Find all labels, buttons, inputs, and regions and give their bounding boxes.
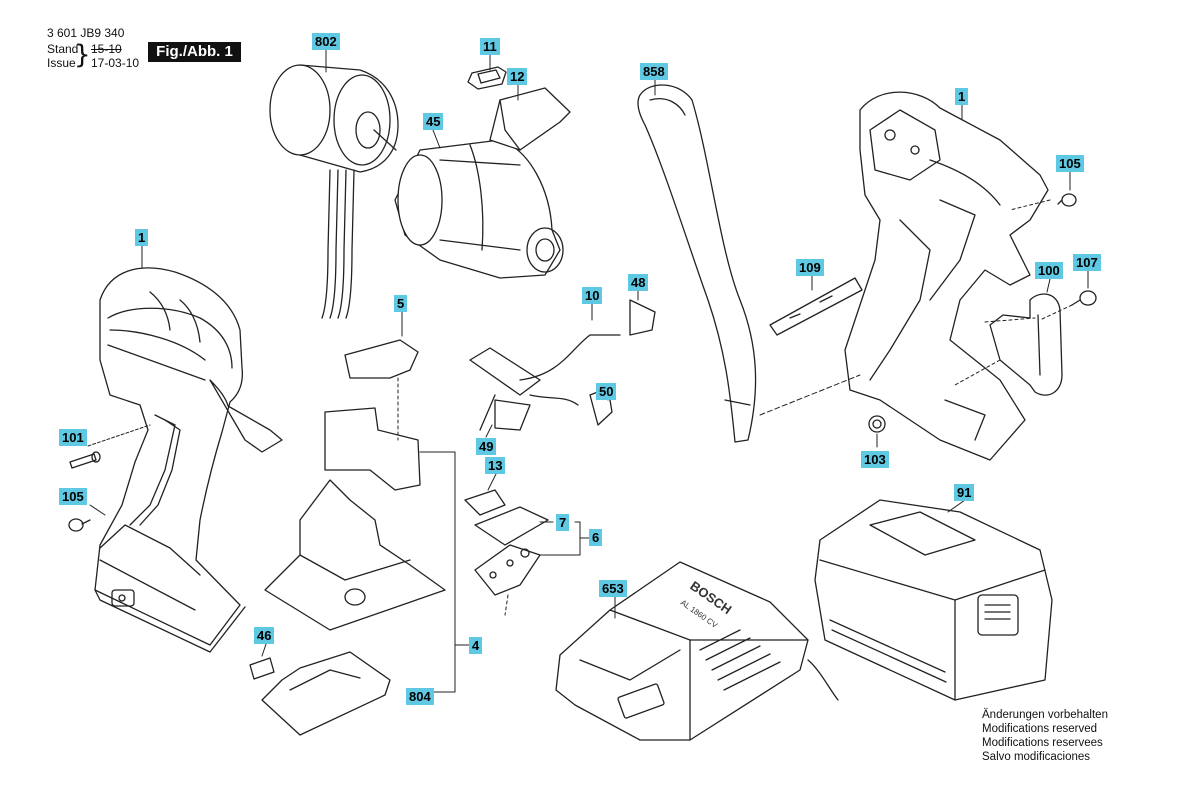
document-number: 3 601 JB9 340 bbox=[47, 26, 125, 40]
part-12: 12 bbox=[507, 68, 528, 85]
part-45: 45 bbox=[423, 113, 444, 130]
part-804: 804 bbox=[406, 688, 434, 705]
charger-drawing bbox=[555, 561, 839, 741]
part-1-right: 1 bbox=[955, 88, 969, 105]
battery-drawing bbox=[814, 499, 1053, 701]
brace-icon: } bbox=[74, 40, 91, 70]
part-4: 4 bbox=[469, 637, 483, 654]
footer-notice: Änderungen vorbehalten Modifications res… bbox=[982, 708, 1108, 764]
part-101: 101 bbox=[59, 429, 87, 446]
part-109: 109 bbox=[796, 259, 824, 276]
footer-line-en: Modifications reserved bbox=[982, 723, 1098, 735]
issue-date: 17-03-10 bbox=[91, 56, 140, 70]
part-107: 107 bbox=[1073, 254, 1101, 271]
part-11: 11 bbox=[480, 38, 500, 55]
part-100: 100 bbox=[1035, 262, 1063, 279]
part-48: 48 bbox=[628, 274, 649, 291]
switch-assembly-drawing bbox=[264, 339, 446, 631]
base-804-drawing bbox=[249, 651, 391, 736]
housing-right-drawing bbox=[844, 91, 1049, 461]
footer-line-es: Salvo modificaciones bbox=[982, 751, 1091, 763]
issue-label: Issue bbox=[47, 56, 76, 70]
part-858: 858 bbox=[640, 63, 668, 80]
part-10: 10 bbox=[582, 287, 603, 304]
bit-109-drawing bbox=[769, 277, 863, 336]
figure-label: Fig./Abb. 1 bbox=[148, 42, 241, 62]
stand-date: 15-10 bbox=[91, 42, 122, 56]
stand-label: Stand bbox=[47, 42, 79, 56]
footer-line-fr: Modifications reservees bbox=[982, 737, 1103, 749]
motor-drawing bbox=[269, 64, 399, 319]
part-1-left: 1 bbox=[135, 229, 149, 246]
part-5: 5 bbox=[394, 295, 408, 312]
pads-drawing bbox=[464, 489, 549, 596]
part-49: 49 bbox=[476, 438, 497, 455]
part-13: 13 bbox=[485, 457, 506, 474]
clip-11-drawing bbox=[467, 66, 507, 90]
wiring-10-drawing bbox=[469, 299, 656, 431]
part-105-left: 105 bbox=[59, 488, 87, 505]
part-7: 7 bbox=[556, 514, 570, 531]
cover-12-drawing bbox=[489, 87, 571, 151]
part-46: 46 bbox=[254, 627, 275, 644]
screws-drawing bbox=[68, 193, 1097, 532]
part-91: 91 bbox=[954, 484, 975, 501]
part-105-right: 105 bbox=[1056, 155, 1084, 172]
part-103: 103 bbox=[861, 451, 889, 468]
gear-housing-drawing bbox=[394, 139, 564, 279]
part-50: 50 bbox=[596, 383, 617, 400]
footer-line-de: Änderungen vorbehalten bbox=[982, 709, 1108, 721]
clip-100-drawing bbox=[989, 293, 1063, 396]
part-6: 6 bbox=[589, 529, 603, 546]
part-653: 653 bbox=[599, 580, 627, 597]
strap-858-drawing bbox=[637, 84, 757, 443]
part-802: 802 bbox=[312, 33, 340, 50]
housing-left-drawing bbox=[94, 267, 283, 653]
